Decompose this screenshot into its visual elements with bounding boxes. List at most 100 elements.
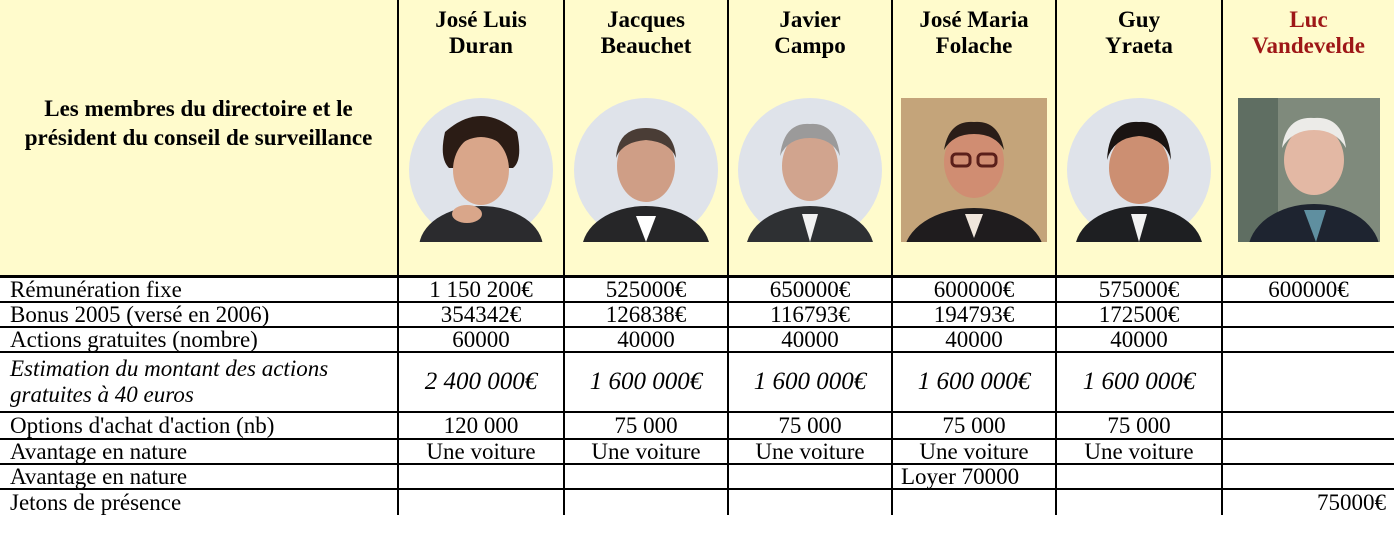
table-cell: 120 000 [397,410,564,439]
row-label: Avantage en nature [0,437,398,464]
first-name: Jacques [607,7,685,32]
portrait-photo-5 [1055,66,1222,276]
table-cell: 525000€ [563,274,728,302]
table-cell: 1 600 000€ [1055,350,1222,412]
last-name: Beauchet [600,33,692,58]
portrait-1-image [409,98,553,243]
table-cell: 600000€ [1221,274,1394,302]
portrait-photo-1 [397,66,564,276]
portrait-photo-6 [1221,66,1394,276]
table-cell [1221,437,1394,464]
portrait-4-image [901,98,1047,243]
table-cell: 40000 [891,325,1056,352]
table-cell [1221,410,1394,439]
table-cell [397,462,564,489]
table-cell: 172500€ [1055,300,1222,327]
table-row: Estimation du montant des actions gratui… [0,350,1394,412]
last-name: Folache [935,33,1013,58]
table-cell [891,487,1056,515]
table-cell: 1 600 000€ [727,350,892,412]
last-name: Yraeta [1105,33,1173,58]
table-cell [1055,462,1222,489]
table-row: Rémunération fixe 1 150 200€ 525000€ 650… [0,274,1394,302]
table-cell: 75 000 [563,410,728,439]
row-label: Options d'achat d'action (nb) [0,410,398,439]
last-name: Campo [774,33,846,58]
table-cell: Une voiture [727,437,892,464]
table-cell [1221,350,1394,412]
table-row: Options d'achat d'action (nb) 120 000 75… [0,410,1394,439]
table-cell: 75000€ [1221,487,1394,515]
table-cell: 126838€ [563,300,728,327]
table-cell: 1 600 000€ [891,350,1056,412]
table-row: Actions gratuites (nombre) 60000 40000 4… [0,325,1394,352]
table-cell: 75 000 [1055,410,1222,439]
table-row: Jetons de présence 75000€ [0,487,1394,515]
first-name: Luc [1289,7,1328,32]
last-name: Duran [449,33,513,58]
row-label: Bonus 2005 (versé en 2006) [0,300,398,327]
table-cell: 575000€ [1055,274,1222,302]
row-label: Jetons de présence [0,487,398,515]
header-photos-row: Les membres du directoire et le présiden… [0,66,1394,276]
portrait-6-image [1237,98,1380,243]
first-name: Guy [1117,7,1161,32]
portrait-photo-3 [727,66,892,276]
portrait-5-image [1067,98,1211,243]
table-cell: 40000 [727,325,892,352]
table-cell [727,462,892,489]
table-cell [1221,325,1394,352]
table-cell [563,462,728,489]
table-cell: 354342€ [397,300,564,327]
portrait-2-image [574,98,718,243]
table-cell: 600000€ [891,274,1056,302]
table-cell: 116793€ [727,300,892,327]
table-cell: 194793€ [891,300,1056,327]
row-label: Rémunération fixe [0,274,398,302]
table-cell: 2 400 000€ [397,350,564,412]
table-cell [1055,487,1222,515]
table-cell [563,487,728,515]
row-label: Estimation du montant des actions gratui… [0,350,398,412]
portrait-photo-4 [891,66,1056,276]
table-cell: Une voiture [397,437,564,464]
table-cell: Une voiture [891,437,1056,464]
table-cell [397,487,564,515]
table-cell: 40000 [1055,325,1222,352]
table-heading: Les membres du directoire et le présiden… [0,66,398,276]
portrait-3-image [738,98,882,243]
table-cell: 40000 [563,325,728,352]
portrait-photo-2 [563,66,728,276]
table-cell: Une voiture [563,437,728,464]
table-cell: 650000€ [727,274,892,302]
header-corner [0,0,398,66]
table-row: Avantage en nature Loyer 70000 [0,462,1394,489]
table-cell: 1 600 000€ [563,350,728,412]
first-name: José Maria [919,7,1029,32]
table-cell: 60000 [397,325,564,352]
table-cell [1221,462,1394,489]
row-label: Actions gratuites (nombre) [0,325,398,352]
row-label: Avantage en nature [0,462,398,489]
table-cell [1221,300,1394,327]
table-row: Bonus 2005 (versé en 2006) 354342€ 12683… [0,300,1394,327]
first-name: José Luis [435,7,527,32]
first-name: Javier [779,7,841,32]
table-cell: 1 150 200€ [397,274,564,302]
table-cell: Une voiture [1055,437,1222,464]
table-row: Avantage en nature Une voiture Une voitu… [0,437,1394,464]
table-cell: Loyer 70000 [891,462,1056,489]
table-cell: 75 000 [891,410,1056,439]
table-cell: 75 000 [727,410,892,439]
last-name: Vandevelde [1252,33,1365,58]
table-cell [727,487,892,515]
